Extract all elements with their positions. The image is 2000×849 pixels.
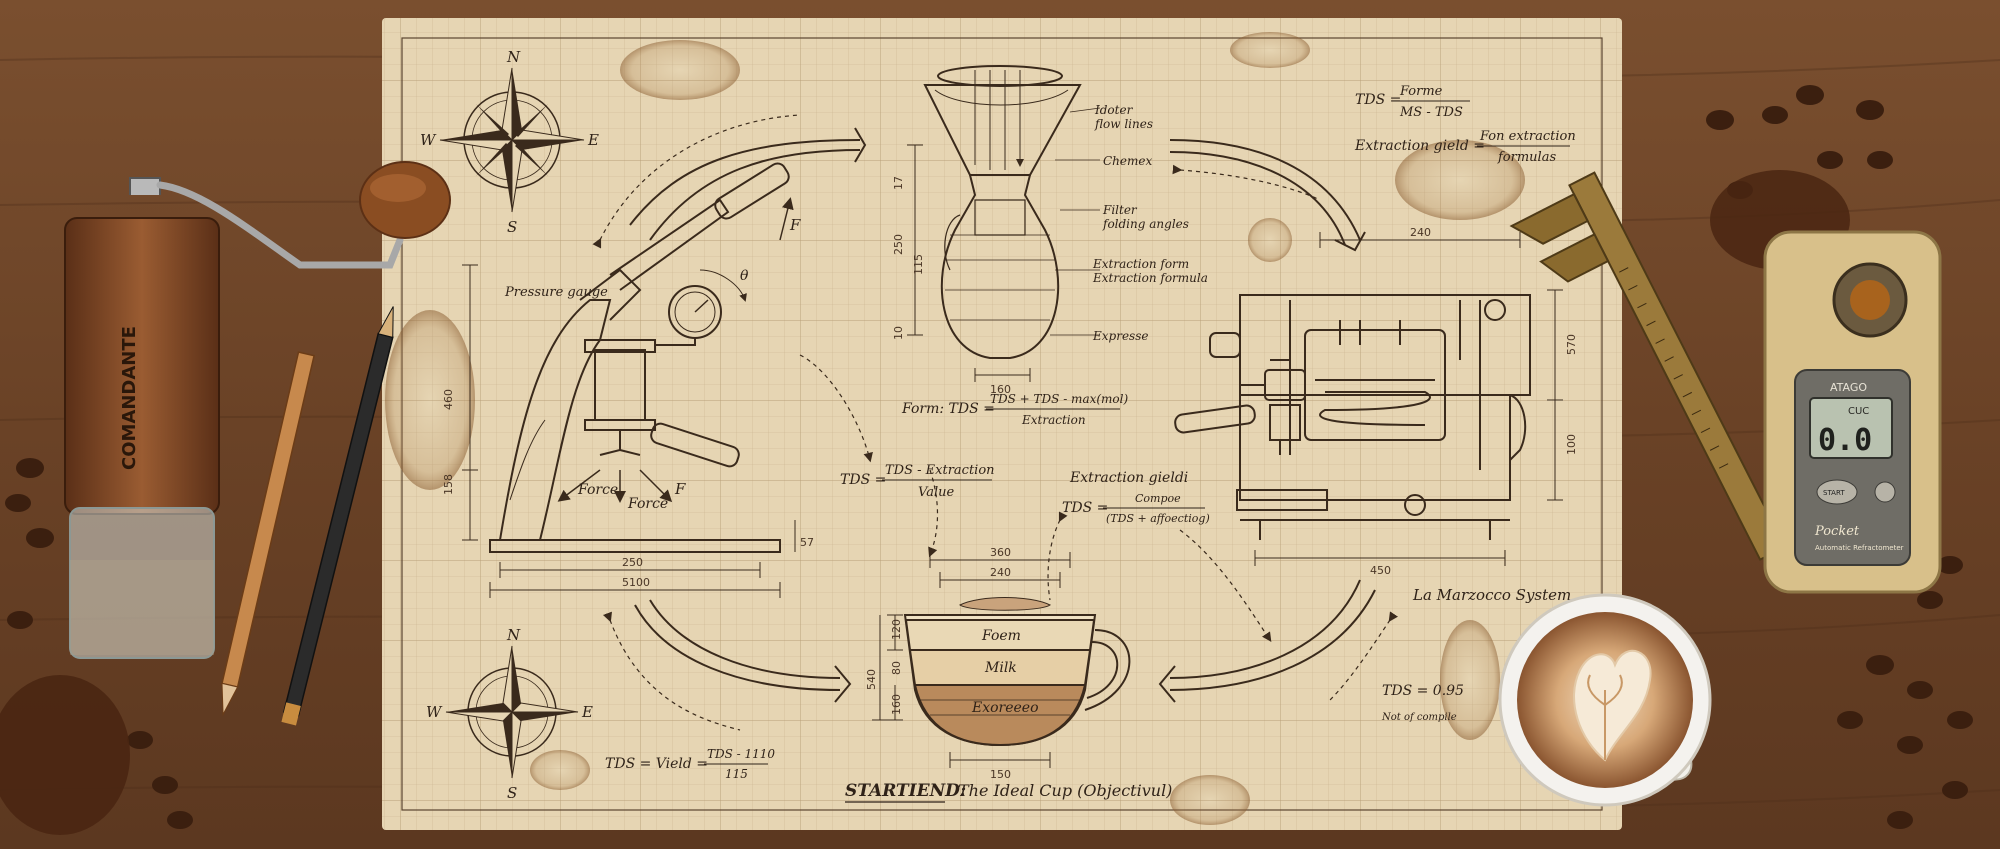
formula-tds-vield: TDS = Vield = TDS - 1110 115 bbox=[605, 747, 775, 781]
formula-gieldi-num: Compoe bbox=[1135, 492, 1181, 505]
cup-milk: Milk bbox=[984, 660, 1017, 676]
formula-vield-den: 115 bbox=[725, 767, 748, 781]
formula-tds-095: TDS = 0.95 bbox=[1382, 683, 1464, 699]
label-la-marzocco: La Marzocco System bbox=[1412, 586, 1571, 604]
label-pressure-gauge: Pressure gauge bbox=[504, 285, 608, 300]
dim-chemex-17: 17 bbox=[892, 176, 905, 190]
compass-w-2: W bbox=[426, 703, 443, 721]
formula-tds-top-left: TDS = bbox=[1355, 92, 1401, 108]
formula-mid-num: TDS - Extraction bbox=[885, 463, 995, 478]
compass-s-2: S bbox=[507, 784, 517, 802]
caption-bold: STARTIEND: bbox=[845, 781, 966, 801]
refractometer: ATAGO CUC 0.0 START Pocket Automatic Ref… bbox=[1763, 230, 1942, 594]
dim-machine-570: 570 bbox=[1565, 334, 1578, 355]
coffee-beans bbox=[5, 85, 1973, 829]
chemex-diagram bbox=[907, 65, 1101, 382]
compass-n: N bbox=[506, 48, 521, 66]
compass-rose-bottom: N S E W bbox=[426, 626, 593, 802]
formula-mid-den: Value bbox=[918, 485, 954, 500]
formula-form-tds: Form: TDS = TDS + TDS - max(mol) Extract… bbox=[901, 392, 1128, 427]
dim-cup-150: 150 bbox=[990, 768, 1011, 781]
formula-tds-top-num: Forme bbox=[1399, 84, 1443, 99]
grinder-brand: COMANDANTE bbox=[119, 326, 140, 470]
dim-cup-80: 80 bbox=[890, 661, 903, 675]
dim-chemex-115: 115 bbox=[912, 254, 925, 275]
formula-tds-top: TDS = Forme MS - TDS bbox=[1355, 84, 1470, 120]
coffee-grounds-left bbox=[0, 675, 130, 835]
formula-tds-extraction: TDS = TDS - Extraction Value bbox=[840, 463, 995, 500]
refractometer-value: 0.0 bbox=[1818, 423, 1872, 458]
formula-form-den: Extraction bbox=[1021, 413, 1086, 427]
formula-extraction-yield: Extraction gield = Fon extraction formul… bbox=[1354, 129, 1576, 165]
label-theta: θ bbox=[740, 268, 749, 284]
formula-extraction-gieldi: Extraction gieldi TDS = Compoe (TDS + af… bbox=[1062, 470, 1210, 525]
refractometer-brand: ATAGO bbox=[1830, 381, 1867, 394]
note-compile: Not of compile bbox=[1381, 712, 1457, 723]
dim-chemex-10: 10 bbox=[892, 326, 905, 340]
latte-cup bbox=[1498, 593, 1712, 807]
refractometer-model: Pocket bbox=[1814, 524, 1860, 539]
dim-lever-460: 460 bbox=[442, 389, 455, 410]
dim-chemex-160: 160 bbox=[990, 383, 1011, 396]
hand-grinder: COMANDANTE bbox=[64, 161, 451, 659]
label-chemex: Chemex bbox=[1103, 154, 1152, 168]
compass-rose-top: N S E W bbox=[420, 48, 599, 236]
cup-foam: Foem bbox=[981, 628, 1021, 644]
caption-rest: The Ideal Cup (Objectivul) bbox=[958, 781, 1172, 800]
la-marzocco-diagram bbox=[1174, 232, 1563, 566]
dim-cup-540: 540 bbox=[865, 669, 878, 690]
formula-form-num: TDS + TDS - max(mol) bbox=[990, 392, 1128, 406]
formula-form-left: Form: TDS = bbox=[901, 401, 995, 417]
formula-mid-left: TDS = bbox=[840, 472, 886, 488]
pencil-1 bbox=[221, 351, 315, 717]
dim-cup-240: 240 bbox=[990, 566, 1011, 579]
formula-gieldi-den: (TDS + affoectiog) bbox=[1106, 512, 1210, 525]
refractometer-unit: CUC bbox=[1848, 406, 1869, 417]
compass-s: S bbox=[507, 218, 517, 236]
label-force-left: Force bbox=[577, 482, 618, 498]
dim-machine-100: 100 bbox=[1565, 434, 1578, 455]
dim-machine-240: 240 bbox=[1410, 226, 1431, 239]
label-force-bottom: Force bbox=[627, 496, 668, 512]
dim-lever-250: 250 bbox=[622, 556, 643, 569]
dim-cup-360: 360 bbox=[990, 546, 1011, 559]
refractometer-button: START bbox=[1823, 489, 1845, 497]
blueprint-paper bbox=[382, 18, 1622, 830]
formula-tds-top-den: MS - TDS bbox=[1399, 105, 1463, 120]
dashed-arrows bbox=[592, 114, 1398, 731]
formula-gieldi-title: Extraction gieldi bbox=[1069, 470, 1188, 486]
formula-vield-num: TDS - 1110 bbox=[707, 747, 775, 761]
formula-yield-left: Extraction gield = bbox=[1354, 138, 1485, 154]
dim-cup-160: 160 bbox=[890, 694, 903, 715]
dim-lever-57: 57 bbox=[800, 536, 814, 549]
dim-lever-158: 158 bbox=[442, 474, 455, 495]
label-expresse: Expresse bbox=[1092, 329, 1148, 343]
compass-e: E bbox=[587, 131, 599, 149]
compass-e-2: E bbox=[581, 703, 593, 721]
dim-machine-450: 450 bbox=[1370, 564, 1391, 577]
dim-chemex-250: 250 bbox=[892, 234, 905, 255]
refractometer-subtitle: Automatic Refractometer bbox=[1815, 544, 1904, 552]
formula-gieldi-left: TDS = bbox=[1062, 500, 1108, 516]
compass-w: W bbox=[420, 131, 437, 149]
compass-n-2: N bbox=[506, 626, 521, 644]
dim-cup-120: 120 bbox=[890, 619, 903, 640]
formula-yield-den: formulas bbox=[1497, 150, 1556, 165]
pencil-2 bbox=[281, 306, 394, 726]
formula-vield-left: TDS = Vield = bbox=[605, 756, 708, 772]
cup-cross-section bbox=[872, 552, 1131, 768]
label-f-right: F bbox=[674, 480, 686, 498]
lever-espresso-diagram bbox=[462, 162, 796, 598]
label-f-top: F bbox=[789, 216, 801, 234]
cup-espresso: Exoreeeo bbox=[971, 700, 1039, 716]
formula-yield-num: Fon extraction bbox=[1479, 129, 1576, 144]
dim-lever-5100: 5100 bbox=[622, 576, 650, 589]
cycle-arrows bbox=[629, 127, 1376, 703]
caption: STARTIEND: The Ideal Cup (Objectivul) bbox=[845, 781, 1172, 803]
